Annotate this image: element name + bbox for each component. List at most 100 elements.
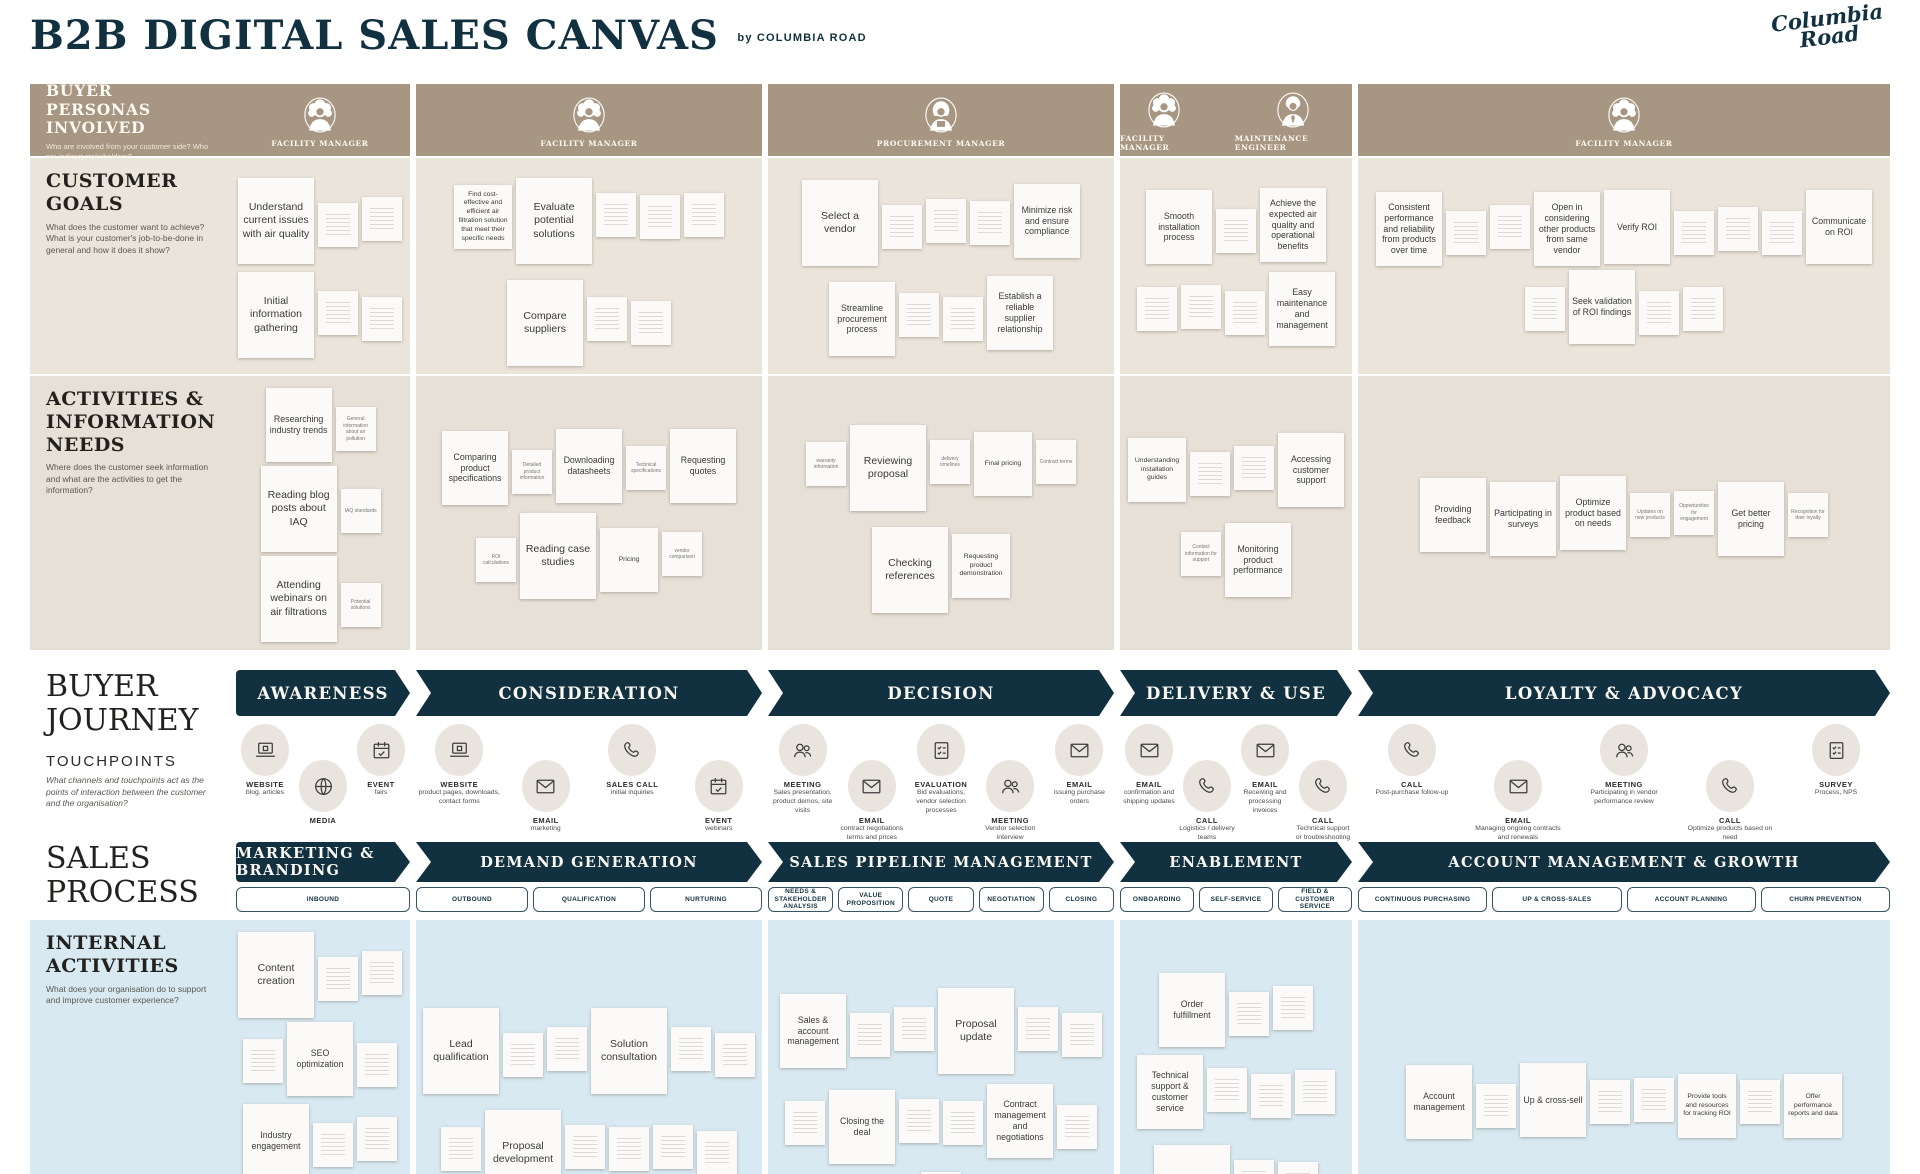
sticky-text: Opportunities for engagement: [1679, 503, 1709, 523]
sticky-text: [1237, 1003, 1261, 1025]
sticky-text: Recognition for their loyalty: [1791, 508, 1825, 522]
sticky-text: [1598, 1091, 1622, 1113]
sticky-text: Verify ROI: [1616, 221, 1658, 232]
envelope-icon: [1253, 738, 1278, 763]
sticky-note: [1446, 211, 1486, 255]
sticky-note: Checking references: [872, 527, 948, 613]
touchpoint-circle: [1125, 724, 1173, 776]
sticky-note: Provide tools and resources for tracking…: [1678, 1074, 1736, 1138]
buyer-journey-label: BUYER JOURNEY TOUCHPOINTS What channels …: [30, 670, 230, 834]
persona: FACILITY MANAGER: [540, 93, 637, 148]
sticky-note: [1683, 287, 1723, 331]
sticky-text: Contract terms: [1039, 458, 1073, 465]
sticky-text: Open in considering other products from …: [1538, 201, 1596, 256]
facility-manager-avatar: [1602, 93, 1646, 137]
sticky-text: [1770, 222, 1794, 244]
touchpoint-name: WEBSITE: [246, 780, 284, 789]
goals-desc: What does the customer want to achieve? …: [46, 221, 205, 255]
touchpoint-circle: [1812, 724, 1860, 776]
sticky-text: Content creation: [257, 961, 295, 987]
process-stage-arrow-4: ENABLEMENT: [1120, 842, 1352, 882]
sticky-note: [357, 1117, 397, 1161]
sticky-note: [1234, 446, 1274, 490]
persona-name: FACILITY MANAGER: [271, 138, 369, 148]
touchpoint-desc: Post-purchase follow-up: [1375, 789, 1449, 796]
people-icon: [790, 738, 815, 763]
b2b-digital-sales-canvas: B2B DIGITAL SALES CANVAS by COLUMBIA ROA…: [30, 0, 1890, 1174]
sticky-note: Providing feedback: [1420, 478, 1486, 552]
journey-stage-arrow-4: DELIVERY & USE: [1120, 670, 1352, 716]
sticky-note: vendor comparison: [662, 532, 702, 576]
sticky-note: Lead qualification: [423, 1008, 499, 1094]
touchpoint-name: MEDIA: [309, 816, 337, 825]
sticky-text: [1065, 1116, 1089, 1138]
sticky-text: Smooth installation process: [1158, 210, 1200, 243]
sticky-note: Reading case studies: [520, 513, 596, 599]
touchpoint-circle: [241, 724, 289, 776]
sticky-text: [1748, 1091, 1772, 1113]
sticky-text: Reading blog posts about IAQ: [267, 489, 330, 528]
sticky-note: [715, 1033, 755, 1077]
sticky-note: [565, 1125, 605, 1169]
sticky-note: [357, 1043, 397, 1087]
sticky-note: [1718, 207, 1758, 251]
sticky-note: Verify ROI: [1604, 190, 1670, 264]
sticky-note: [653, 1125, 693, 1169]
sticky-note: [362, 197, 402, 241]
sticky-note: Understand current issues with air quali…: [238, 178, 314, 264]
touchpoint-name: WEBSITE: [440, 780, 479, 789]
touchpoint-name: CALL: [1196, 816, 1218, 825]
touchpoint-desc: Logistics / delivery teams: [1179, 825, 1235, 841]
touchpoints-title: TOUCHPOINTS: [46, 753, 177, 771]
touchpoint-name: MEETING: [1605, 780, 1643, 789]
sticky-note: Detailed product information: [512, 450, 552, 494]
sticky-text: Order fulfillment: [1173, 999, 1211, 1020]
touchpoint-desc: marketing: [530, 825, 561, 832]
touchpoint-desc: fairs: [374, 789, 388, 796]
sticky-note: [1251, 1074, 1291, 1118]
sticky-note: Industry engagement: [243, 1104, 309, 1174]
sticky-text: [934, 210, 958, 232]
sticky-text: [639, 312, 663, 334]
activities-title: ACTIVITIES & INFORMATION NEEDS: [46, 388, 216, 456]
touchpoint-desc: webinars: [705, 825, 733, 832]
internal-desc: What does your organisation do to suppor…: [46, 983, 207, 1006]
sticky-text: [951, 1112, 975, 1134]
touchpoint-desc: Optimize products based on need: [1687, 825, 1773, 841]
sales-process-title: SALES PROCESS: [46, 841, 199, 910]
sticky-text: [595, 308, 619, 330]
sticky-text: [1682, 222, 1706, 244]
sticky-text: Minimize risk and ensure compliance: [1021, 204, 1073, 237]
sticky-note: delivery timelines: [930, 440, 970, 484]
touchpoint-name: EMAIL: [532, 816, 559, 825]
touchpoint-circle: [1055, 724, 1104, 776]
sticky-note: Requesting quotes: [670, 429, 736, 503]
sticky-note: [441, 1127, 481, 1171]
sticky-text: [1533, 298, 1557, 320]
touchpoint-desc: product pages, downloads, contact forms: [418, 789, 500, 805]
persona-name: FACILITY MANAGER: [1120, 134, 1170, 152]
touchpoint-circle: [694, 760, 743, 812]
sticky-text: Updates on new products: [1635, 508, 1665, 522]
sticky-text: delivery timelines: [940, 455, 960, 469]
sticky-note: [1207, 1068, 1247, 1112]
sticky-text: [1233, 302, 1257, 324]
touchpoint-circle: [1299, 760, 1347, 812]
touchpoint-name: CALL: [1401, 780, 1423, 789]
sticky-note: [882, 205, 922, 249]
